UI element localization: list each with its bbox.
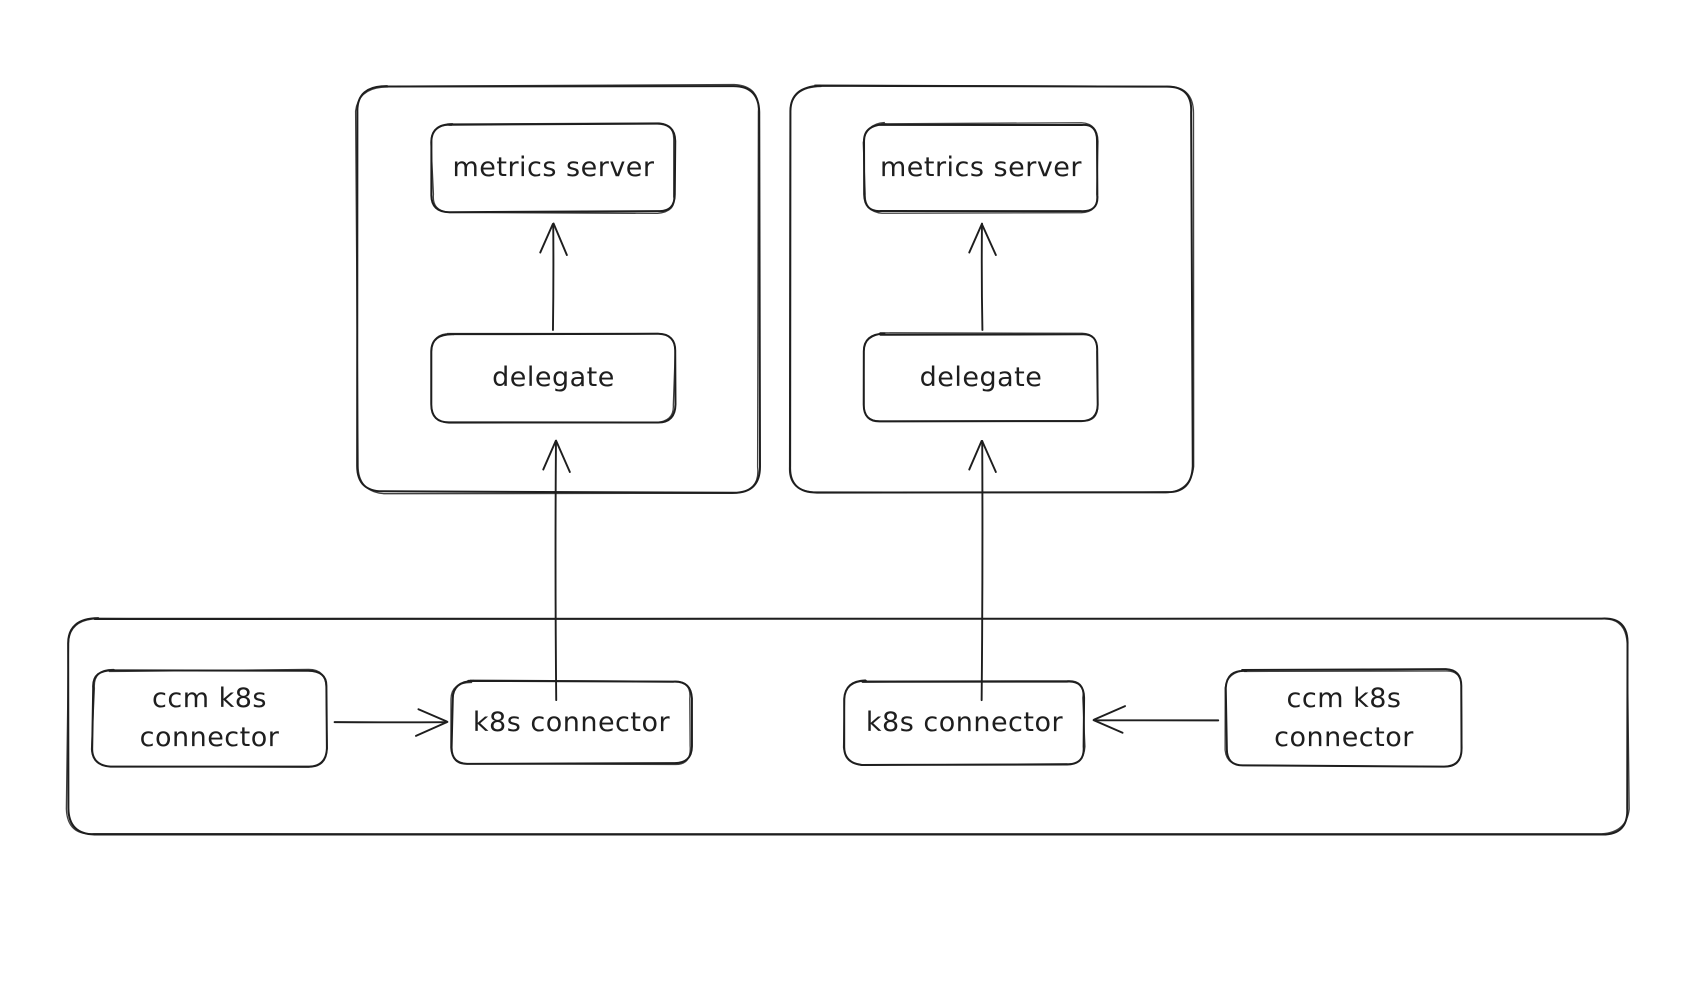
group-harness-stroke-1 <box>67 617 1629 836</box>
edge-ccm-to-connector-left <box>333 708 449 737</box>
edge-connector-to-delegate-left <box>542 439 571 702</box>
group-cluster-left-stroke-1 <box>356 85 761 494</box>
node-ccm-k8s-connector-left[interactable] <box>90 668 328 768</box>
node-ccm-k8s-connector-left-stroke-2 <box>90 668 328 768</box>
node-metrics-server-left-stroke-1 <box>430 122 677 214</box>
edge-delegate-to-metrics-left <box>539 222 568 331</box>
node-ccm-k8s-connector-left-stroke-1 <box>91 669 328 768</box>
edge-ccm-to-connector-left-head-a <box>415 720 449 737</box>
edge-ccm-to-connector-right-head-a <box>1093 705 1126 721</box>
edge-connector-to-delegate-left-head-b <box>542 439 557 471</box>
node-k8s-connector-left-stroke-1 <box>450 679 693 765</box>
node-k8s-connector-right-stroke-2 <box>842 679 1086 766</box>
node-metrics-server-right-stroke-1 <box>863 123 1099 213</box>
node-delegate-left-stroke-1 <box>430 332 677 424</box>
group-cluster-right <box>788 84 1195 494</box>
group-harness-stroke-2 <box>65 617 1630 835</box>
edge-delegate-to-metrics-left-head-b <box>539 223 554 254</box>
node-metrics-server-left[interactable] <box>430 122 677 215</box>
node-delegate-left[interactable] <box>430 332 677 424</box>
node-k8s-connector-left-stroke-2 <box>450 679 691 766</box>
edge-connector-to-delegate-right-head-a <box>981 440 997 473</box>
edge-connector-to-delegate-right-head-b <box>968 440 983 471</box>
node-metrics-server-right-stroke-2 <box>862 121 1099 214</box>
edge-connector-to-delegate-left-shaft <box>554 440 558 702</box>
node-k8s-connector-right[interactable] <box>842 679 1086 766</box>
edge-ccm-to-connector-left-head-b <box>417 708 448 723</box>
edge-ccm-to-connector-right-head-b <box>1092 719 1124 734</box>
edge-ccm-to-connector-right <box>1092 705 1220 734</box>
group-harness <box>65 617 1630 836</box>
node-ccm-k8s-connector-right[interactable] <box>1224 668 1463 768</box>
node-delegate-left-stroke-2 <box>430 332 676 424</box>
edge-delegate-to-metrics-right-head-b <box>968 222 983 254</box>
node-ccm-k8s-connector-right-stroke-1 <box>1224 668 1463 768</box>
edge-delegate-to-metrics-right-shaft <box>980 222 984 331</box>
node-ccm-k8s-connector-right-stroke-2 <box>1224 669 1463 768</box>
node-k8s-connector-right-stroke-1 <box>843 679 1086 766</box>
node-delegate-right[interactable] <box>862 332 1099 423</box>
node-metrics-server-left-stroke-2 <box>430 122 675 215</box>
node-delegate-right-stroke-1 <box>862 332 1099 423</box>
group-cluster-left <box>354 83 761 495</box>
edge-connector-to-delegate-right-shaft <box>980 440 984 702</box>
edge-connector-to-delegate-left-head-a <box>555 439 571 473</box>
edge-delegate-to-metrics-left-head-a <box>552 222 568 256</box>
edge-delegate-to-metrics-right-head-a <box>981 223 997 256</box>
group-cluster-left-stroke-2 <box>354 83 760 495</box>
group-cluster-right-stroke-2 <box>788 84 1195 494</box>
group-cluster-right-stroke-1 <box>789 84 1194 494</box>
node-k8s-connector-left[interactable] <box>450 679 693 766</box>
node-delegate-right-stroke-2 <box>863 332 1099 422</box>
node-metrics-server-right[interactable] <box>862 121 1099 214</box>
edge-connector-to-delegate-right <box>968 440 997 702</box>
edge-delegate-to-metrics-right <box>968 222 997 331</box>
